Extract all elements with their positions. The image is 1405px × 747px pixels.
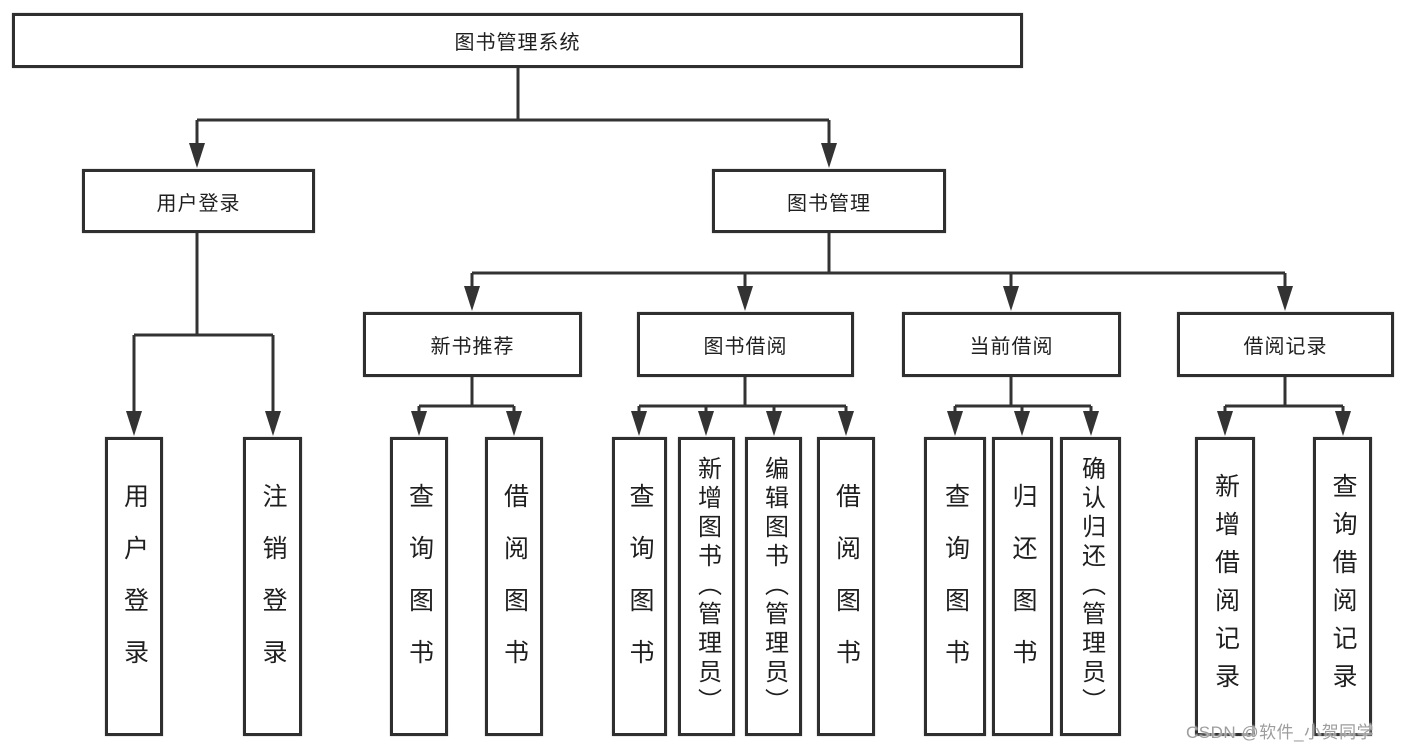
connector-book-borrow-to-leaves [637,377,848,414]
arrow-down-icon [821,143,837,168]
arrow-down-icon [631,411,647,436]
node-book-management: 图书管理 [712,169,946,233]
arrow-down-icon [1003,286,1019,311]
leaf-label: 查询图书 [941,482,970,691]
connector-borrow-records-to-leaves [1223,377,1345,414]
arrow-down-icon [947,411,963,436]
arrow-down-icon [464,286,480,311]
node-label: 当前借阅 [969,336,1054,358]
leaf-label: 确认归还（管理员） [1077,456,1105,717]
leaf-confirm-return-admin: 确认归还（管理员） [1060,437,1121,736]
connector-new-books-to-leaves [417,377,516,414]
arrowheads [126,143,1351,436]
node-library-management-system: 图书管理系统 [12,13,1023,68]
leaf-label: 查询图书 [405,482,434,691]
node-new-book-recommend: 新书推荐 [363,312,582,377]
leaf-user-login: 用户登录 [105,437,163,736]
node-label: 用户登录 [156,192,241,215]
leaf-label: 用户登录 [120,482,149,691]
arrow-down-icon [1014,411,1030,436]
leaf-label: 借阅图书 [500,482,529,691]
node-borrowing-records: 借阅记录 [1177,312,1394,377]
leaf-borrow-books: 借阅图书 [485,437,543,736]
leaf-query-books: 查询图书 [924,437,986,736]
connector-book-mgmt-to-level2 [470,233,1287,289]
leaf-add-books-admin: 新增图书（管理员） [678,437,735,736]
node-current-borrowing: 当前借阅 [902,312,1121,377]
node-user-login: 用户登录 [82,169,315,233]
leaf-label: 借阅图书 [832,482,861,691]
leaf-label: 查询借阅记录 [1329,472,1357,701]
node-book-borrowing: 图书借阅 [637,312,854,377]
csdn-watermark: CSDN @软件_小贺同学 [1186,723,1375,742]
arrow-down-icon [126,411,142,436]
leaf-label: 注销登录 [259,482,287,691]
arrow-down-icon [1083,411,1099,436]
arrow-down-icon [189,143,205,168]
arrow-down-icon [1277,286,1293,311]
node-label: 图书管理 [787,192,871,215]
connector-user-login-to-leaves [132,233,275,414]
connector-root-to-level1 [195,68,831,146]
arrow-down-icon [411,411,427,436]
arrow-down-icon [766,411,782,436]
leaf-label: 归还图书 [1009,482,1037,691]
arrow-down-icon [1217,411,1233,436]
leaf-query-borrow-record: 查询借阅记录 [1313,437,1372,736]
arrow-down-icon [265,411,281,436]
node-label: 图书管理系统 [454,32,581,54]
leaf-label: 新增图书（管理员） [693,456,721,717]
arrow-down-icon [698,411,714,436]
arrow-down-icon [838,411,854,436]
leaf-label: 新增借阅记录 [1211,472,1240,701]
connector-current-borrow-to-leaves [953,377,1093,414]
leaf-return-books: 归还图书 [992,437,1053,736]
arrow-down-icon [506,411,522,436]
leaf-label: 编辑图书（管理员） [760,456,788,717]
arrow-down-icon [1335,411,1351,436]
leaf-add-borrow-record: 新增借阅记录 [1195,437,1255,736]
arrow-down-icon [737,286,753,311]
node-label: 新书推荐 [430,336,515,358]
leaf-edit-books-admin: 编辑图书（管理员） [745,437,802,736]
leaf-logout: 注销登录 [243,437,302,736]
node-label: 借阅记录 [1243,336,1328,358]
leaf-borrow-books: 借阅图书 [817,437,875,736]
leaf-label: 查询图书 [626,482,654,691]
leaf-query-books: 查询图书 [612,437,667,736]
node-label: 图书借阅 [703,336,788,358]
leaf-query-books: 查询图书 [390,437,448,736]
